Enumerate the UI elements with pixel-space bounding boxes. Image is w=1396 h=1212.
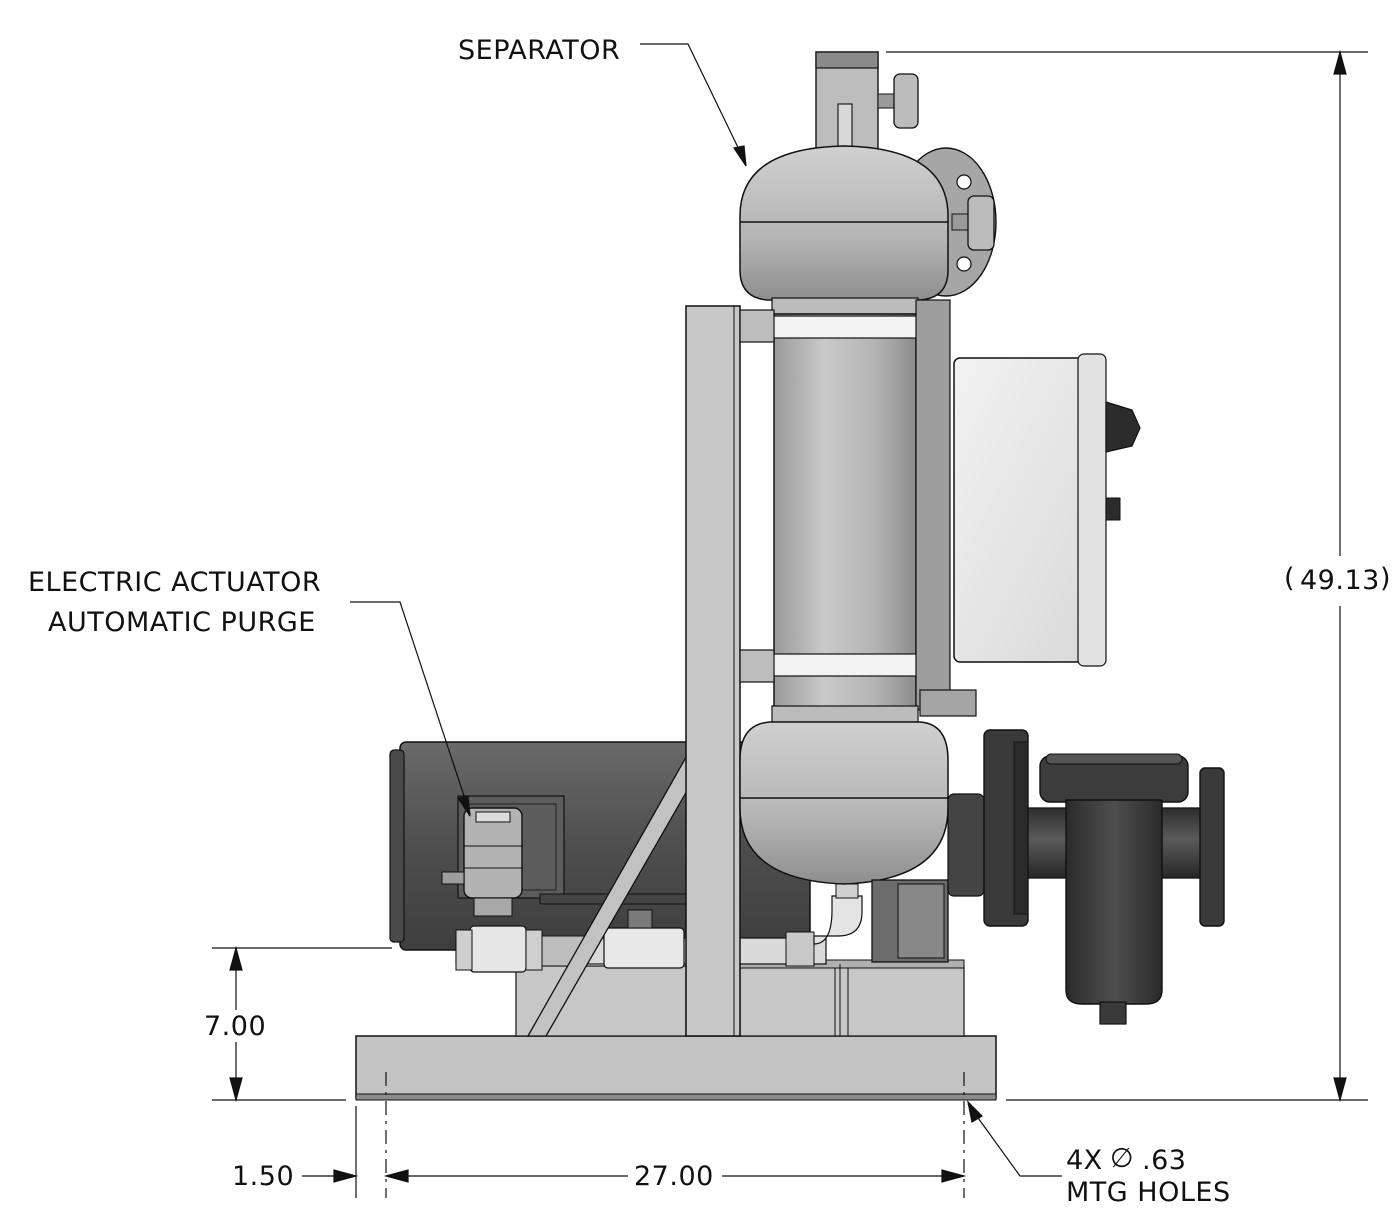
rear-support-tab bbox=[919, 689, 977, 717]
actuator-callout-line1: ELECTRIC ACTUATOR bbox=[28, 567, 322, 598]
side-gauge-stem bbox=[951, 213, 971, 231]
actuator-conduit-port bbox=[441, 871, 465, 885]
base-plate-bottom-edge bbox=[355, 1093, 997, 1101]
bolt-hole bbox=[956, 256, 972, 272]
diameter-symbol-icon: ∅ bbox=[1110, 1143, 1135, 1174]
arrowhead bbox=[941, 1169, 967, 1183]
top-gauge-stem bbox=[877, 93, 897, 109]
skid-block-right bbox=[739, 965, 965, 1037]
separator-vessel bbox=[739, 51, 997, 963]
holes-callout-diameter: .63 bbox=[1142, 1145, 1187, 1176]
control-enclosure bbox=[953, 353, 1141, 667]
top-gauge bbox=[893, 73, 919, 129]
top-vent bbox=[837, 103, 853, 149]
actuator-leader bbox=[350, 601, 471, 815]
overall-height-dimension: 49.13 bbox=[1300, 565, 1380, 596]
arrowhead bbox=[1333, 1077, 1347, 1103]
union-fitting bbox=[455, 929, 473, 971]
separator-leader bbox=[640, 43, 747, 165]
actuator-bracket bbox=[473, 897, 513, 917]
manual-valve-handle bbox=[627, 909, 653, 929]
enclosure-connector bbox=[1105, 497, 1121, 521]
discharge-assembly bbox=[947, 729, 1225, 1025]
actuator-callout-line2: AUTOMATIC PURGE bbox=[48, 607, 316, 638]
discharge-spool bbox=[947, 793, 985, 897]
upper-neck bbox=[771, 297, 919, 315]
top-outlet-cap bbox=[815, 51, 879, 69]
base-plate bbox=[355, 1035, 997, 1099]
actuator-cap bbox=[475, 811, 511, 823]
hole-spacing-dimension: 27.00 bbox=[634, 1161, 714, 1192]
strainer-body bbox=[1065, 799, 1163, 1005]
rear-support bbox=[915, 299, 951, 711]
separator-callout: SEPARATOR bbox=[458, 35, 621, 66]
pump-housing-face bbox=[897, 883, 945, 959]
manual-valve-body bbox=[603, 927, 685, 969]
overall-height-open-paren: ( bbox=[1284, 563, 1296, 594]
arrowhead bbox=[457, 795, 471, 817]
vertical-post bbox=[685, 305, 741, 1037]
pipe-coupling bbox=[785, 931, 815, 967]
hole-offset-dimension: 1.50 bbox=[232, 1161, 295, 1192]
dimension-lines bbox=[212, 43, 1368, 1198]
holes-leader bbox=[967, 1103, 1062, 1177]
upper-clamp-bracket bbox=[739, 309, 775, 343]
ball-valve-body bbox=[469, 925, 527, 973]
lower-head bbox=[739, 721, 949, 885]
overall-height-close-paren: ) bbox=[1380, 563, 1392, 594]
union-fitting bbox=[525, 929, 543, 971]
arrowhead bbox=[229, 1077, 243, 1103]
arrowhead bbox=[967, 1100, 983, 1123]
strainer-cover-top bbox=[1045, 753, 1183, 765]
pipe-elbow bbox=[813, 895, 863, 945]
vessel-barrel bbox=[773, 313, 917, 711]
enclosure-latch bbox=[1105, 401, 1141, 453]
arrowhead bbox=[383, 1169, 409, 1183]
holes-callout-line2: MTG HOLES bbox=[1066, 1177, 1231, 1208]
arrowhead bbox=[733, 145, 747, 167]
upper-clamp-band bbox=[769, 315, 925, 339]
frame bbox=[526, 305, 741, 1037]
inlet-flange-face bbox=[1013, 741, 1029, 915]
base-height-dimension: 7.00 bbox=[204, 1011, 267, 1042]
strainer-drain-plug bbox=[1099, 1001, 1127, 1025]
enclosure-lid-edge bbox=[1077, 353, 1107, 667]
motor-end-cap bbox=[389, 749, 405, 943]
bolt-hole bbox=[956, 174, 972, 190]
holes-callout-qty: 4X bbox=[1066, 1145, 1103, 1176]
lower-clamp-bracket bbox=[739, 649, 775, 683]
outlet-flange bbox=[1199, 767, 1225, 927]
arrowhead bbox=[333, 1169, 359, 1183]
electric-actuator bbox=[441, 807, 523, 917]
side-gauge bbox=[967, 195, 995, 251]
drain-standpipe bbox=[835, 883, 859, 899]
arrowhead bbox=[229, 945, 243, 971]
lower-clamp-band bbox=[769, 653, 925, 677]
skid-base bbox=[355, 959, 997, 1101]
upper-head bbox=[739, 145, 949, 301]
arrowhead bbox=[1333, 49, 1347, 75]
